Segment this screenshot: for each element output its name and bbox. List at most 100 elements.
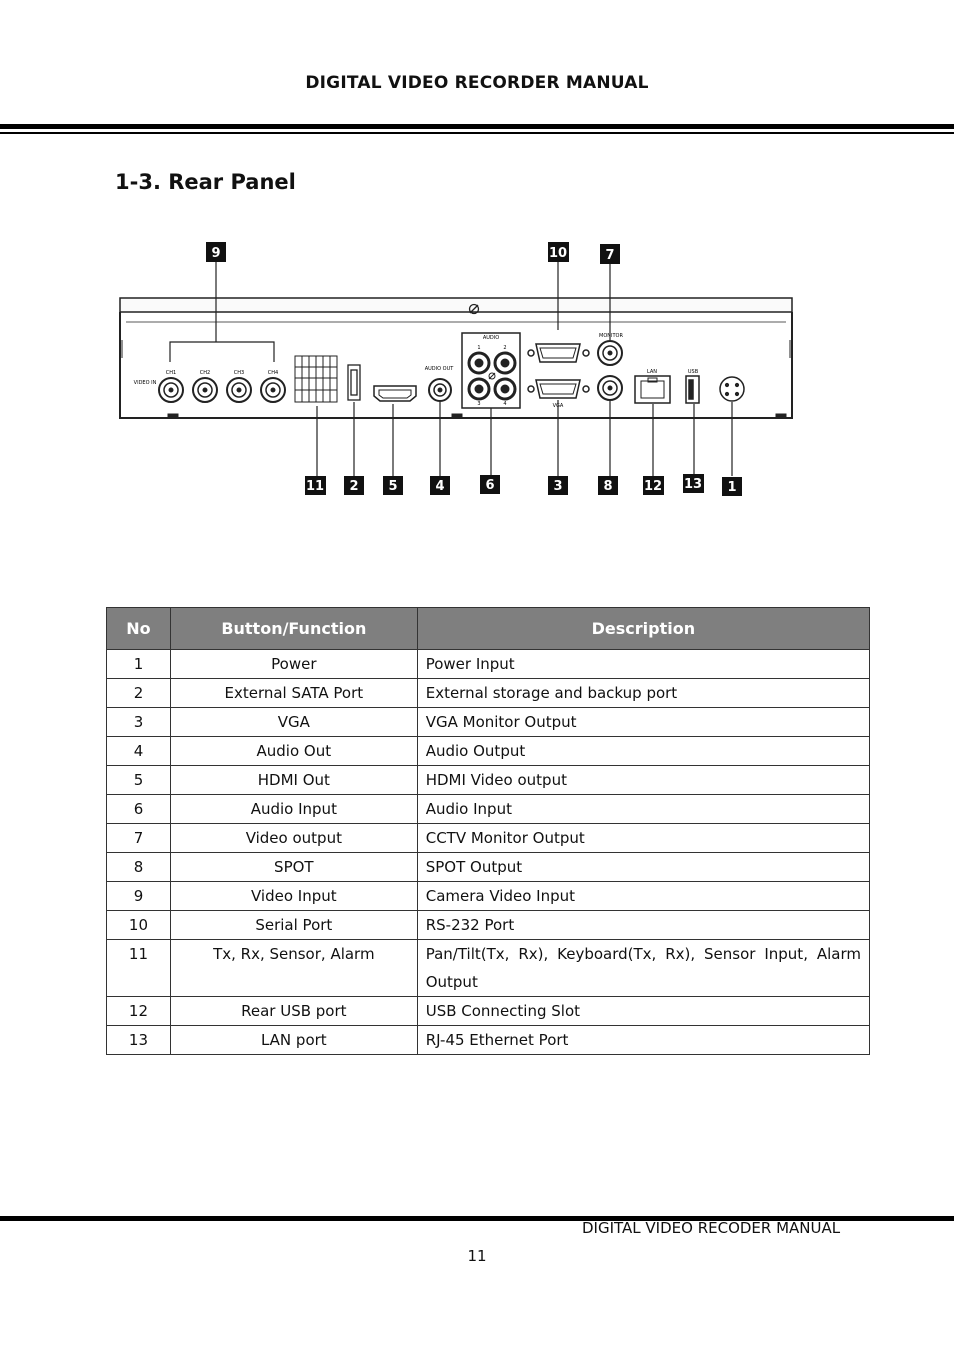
callout-9: 9 <box>206 242 226 262</box>
callout-12: 12 <box>643 476 664 495</box>
callout-11: 11 <box>305 476 326 495</box>
bnc-connectors <box>158 377 286 403</box>
bnc-ch3 <box>226 377 252 403</box>
cell-no: 8 <box>106 852 171 882</box>
cell-description: Power Input <box>416 649 871 679</box>
power-connector <box>719 376 745 402</box>
rear-panel-diagram: VIDEO IN CH1 CH2 CH3 CH4 AUDIO OUT <box>119 242 793 496</box>
page-header-title: DIGITAL VIDEO RECORDER MANUAL <box>305 73 649 93</box>
label-audio-out: AUDIO OUT <box>425 366 455 372</box>
cell-description: HDMI Video output <box>416 765 871 795</box>
bnc-ch4 <box>260 377 286 403</box>
cell-function: HDMI Out <box>169 765 418 795</box>
footer-rule <box>0 1216 954 1221</box>
section-title: 1-3. Rear Panel <box>115 170 296 194</box>
label-ch2: CH2 <box>200 370 210 376</box>
cell-description: Camera Video Input <box>416 881 871 911</box>
svg-text:1: 1 <box>727 480 736 495</box>
label-monitor: MONITOR <box>599 333 623 339</box>
svg-text:8: 8 <box>603 479 612 494</box>
cell-no: 3 <box>106 707 171 737</box>
cell-description: SPOT Output <box>416 852 871 882</box>
label-audio-3: 3 <box>477 401 480 407</box>
cell-description: CCTV Monitor Output <box>416 823 871 853</box>
svg-text:5: 5 <box>388 479 397 494</box>
cell-function: SPOT <box>169 852 418 882</box>
chassis <box>119 297 793 419</box>
callout-2: 2 <box>344 476 364 495</box>
cell-no: 10 <box>106 910 171 940</box>
label-audio-2: 2 <box>503 345 506 351</box>
svg-text:13: 13 <box>684 477 702 492</box>
callout-4: 4 <box>430 476 450 495</box>
label-ch4: CH4 <box>268 370 278 376</box>
usb-port <box>685 375 700 404</box>
serial-port <box>527 343 590 363</box>
label-audio-1: 1 <box>477 345 480 351</box>
svg-text:4: 4 <box>435 479 444 494</box>
callout-5: 5 <box>383 476 403 495</box>
cell-description: USB Connecting Slot <box>416 996 871 1026</box>
page-number: 11 <box>467 1247 487 1265</box>
bnc-ch2 <box>192 377 218 403</box>
cell-function: Power <box>169 649 418 679</box>
lan-port <box>634 375 671 404</box>
cell-no: 7 <box>106 823 171 853</box>
cell-no: 6 <box>106 794 171 824</box>
callout-7: 7 <box>600 244 620 264</box>
callout-3: 3 <box>548 476 568 495</box>
bnc-ch1 <box>158 377 184 403</box>
svg-text:6: 6 <box>485 478 494 493</box>
cell-function: Tx, Rx, Sensor, Alarm <box>169 939 418 997</box>
cell-no: 12 <box>106 996 171 1026</box>
svg-text:3: 3 <box>553 479 562 494</box>
callout-leaders <box>316 262 733 476</box>
svg-text:9: 9 <box>211 246 220 261</box>
callout-1: 1 <box>722 477 742 496</box>
cell-no: 13 <box>106 1025 171 1055</box>
label-ch3: CH3 <box>234 370 244 376</box>
cell-description: RS-232 Port <box>416 910 871 940</box>
header-rule-thick <box>0 124 954 129</box>
hdmi-port <box>373 385 417 402</box>
callout-boxes: 9 10 7 11 2 5 4 6 3 8 12 13 1 <box>206 242 742 496</box>
svg-text:10: 10 <box>549 246 567 261</box>
cell-function: Serial Port <box>169 910 418 940</box>
cell-description: External storage and backup port <box>416 678 871 708</box>
header-description: Description <box>416 607 871 650</box>
svg-text:11: 11 <box>306 479 324 494</box>
callout-10: 10 <box>548 242 569 262</box>
rca-1 <box>467 351 491 375</box>
rca-2 <box>493 351 517 375</box>
bnc-monitor <box>597 340 623 366</box>
label-ch1: CH1 <box>166 370 176 376</box>
ground-symbol <box>468 303 480 315</box>
cell-description: VGA Monitor Output <box>416 707 871 737</box>
bnc-spot <box>597 375 623 401</box>
cell-function: Video output <box>169 823 418 853</box>
cell-description: Pan/Tilt(Tx, Rx), Keyboard(Tx, Rx), Sens… <box>416 939 871 997</box>
esata-port <box>347 364 361 401</box>
rca-3 <box>467 377 491 401</box>
cell-description: Audio Input <box>416 794 871 824</box>
cell-description: Audio Output <box>416 736 871 766</box>
vga-port <box>527 379 590 399</box>
cell-no: 4 <box>106 736 171 766</box>
table-header-row: No Button/Function Description <box>106 607 871 650</box>
header-function: Button/Function <box>169 607 418 650</box>
svg-text:7: 7 <box>605 248 614 263</box>
cell-no: 9 <box>106 881 171 911</box>
cell-no: 1 <box>106 649 171 679</box>
label-lan: LAN <box>647 369 657 375</box>
